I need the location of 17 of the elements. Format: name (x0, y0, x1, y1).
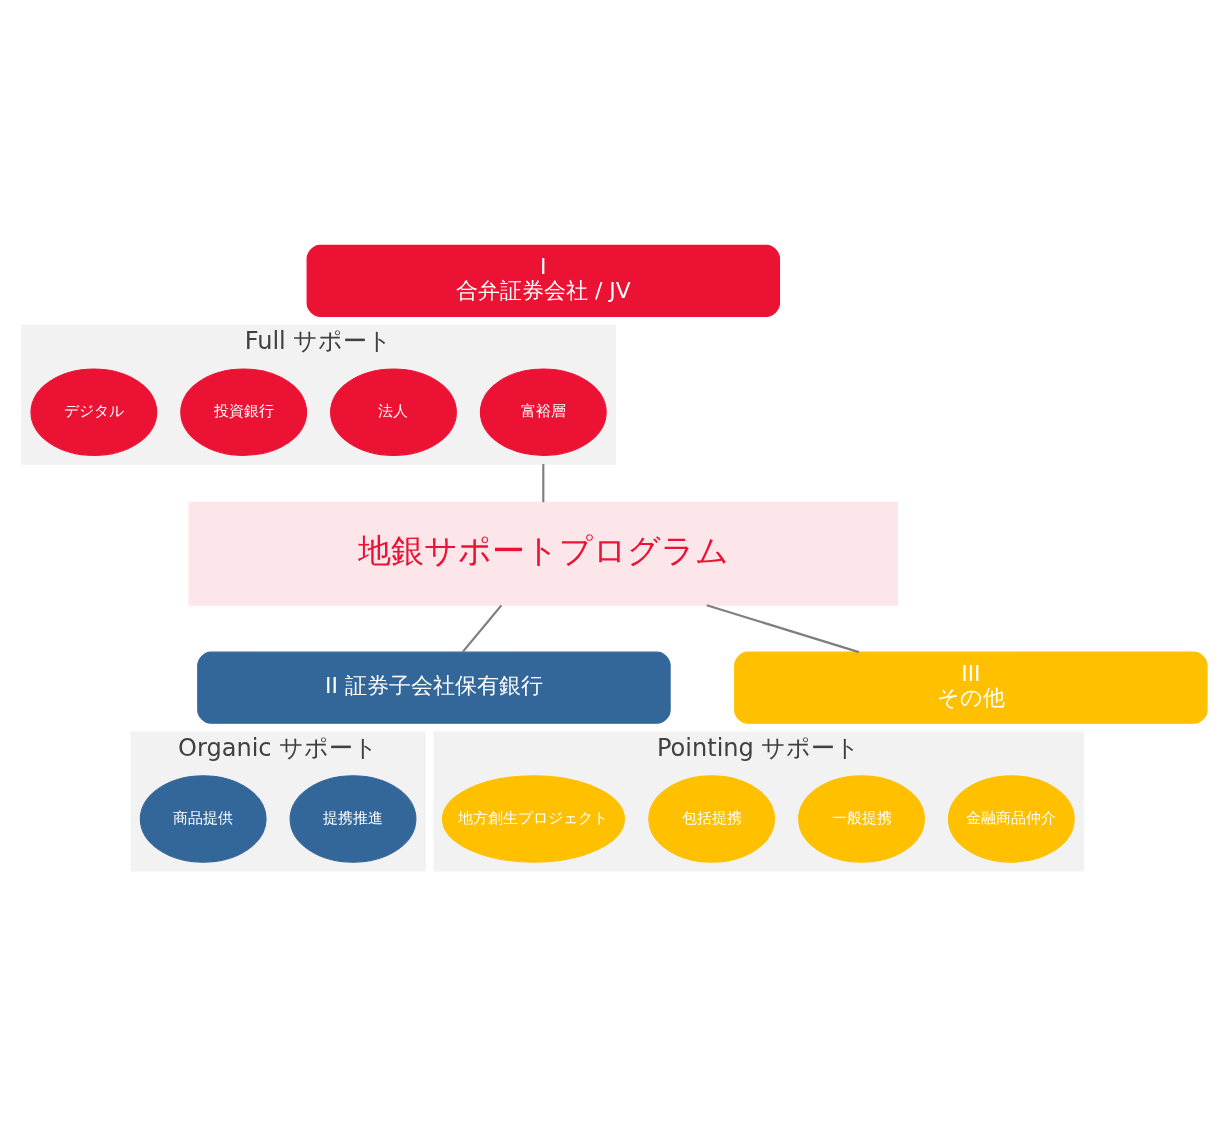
node-box: I 合弁証券会社 / JV (306, 244, 781, 317)
node-ellipse: 投資銀行 (180, 367, 308, 456)
node-ellipse: 包括提携 (648, 774, 776, 863)
node-box: 地銀サポートプログラム (188, 501, 899, 606)
node-ellipse: 地方創生プロジェクト (441, 774, 625, 863)
connector (461, 604, 503, 653)
connector (542, 463, 545, 502)
node-ellipse: デジタル (30, 367, 158, 456)
node-box: III その他 (734, 651, 1208, 724)
node-box: II 証券子会社保有銀行 (197, 651, 671, 724)
node-ellipse: 商品提供 (139, 774, 267, 863)
node-ellipse: 金融商品仲介 (947, 774, 1075, 863)
node-ellipse: 法人 (330, 367, 457, 456)
node-ellipse: 富裕層 (479, 367, 607, 456)
node-ellipse: 一般提携 (798, 774, 925, 863)
connector (706, 603, 860, 653)
node-ellipse: 提携推進 (289, 774, 417, 863)
